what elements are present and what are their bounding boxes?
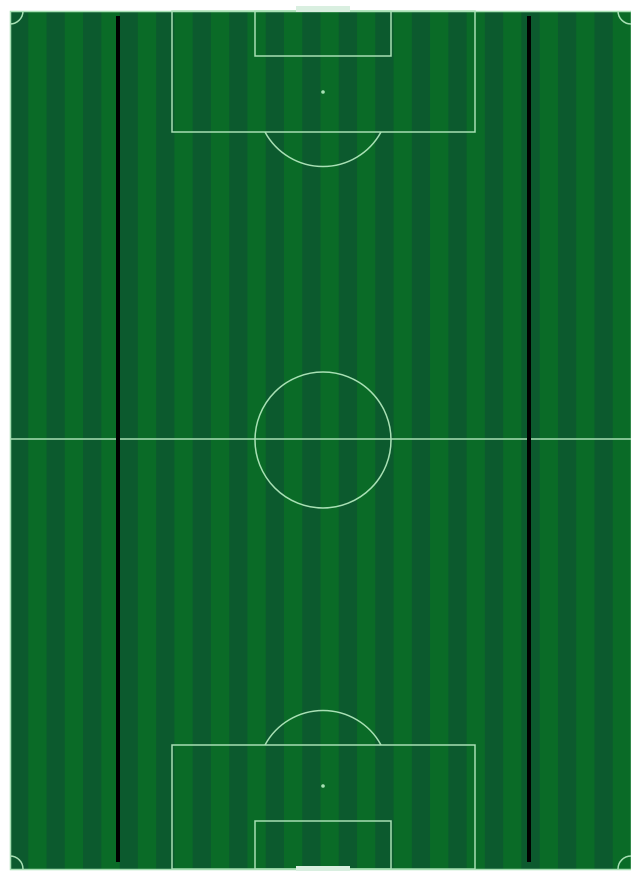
grass-stripe	[47, 11, 66, 870]
grass-stripe	[211, 11, 230, 870]
grass-stripe	[302, 11, 321, 870]
grass-stripe	[339, 11, 358, 870]
grass-stripe	[65, 11, 84, 870]
left-marker-line	[116, 16, 120, 862]
grass-stripe	[594, 11, 613, 870]
grass-stripe	[229, 11, 248, 870]
grass-stripe	[83, 11, 102, 870]
penalty-spot-top	[321, 90, 325, 94]
grass-stripe	[430, 11, 449, 870]
grass-stripe	[485, 11, 504, 870]
grass-stripe	[540, 11, 559, 870]
grass-stripe	[357, 11, 376, 870]
grass-stripe	[28, 11, 47, 870]
grass-stripe	[394, 11, 413, 870]
grass-stripe	[193, 11, 212, 870]
grass-stripe	[120, 11, 139, 870]
grass-stripe	[412, 11, 431, 870]
grass-stripe	[138, 11, 157, 870]
grass-stripe	[174, 11, 193, 870]
grass-stripe	[576, 11, 595, 870]
grass-stripe	[503, 11, 522, 870]
grass-stripe	[321, 11, 340, 870]
grass-stripe	[266, 11, 285, 870]
grass-stripe	[467, 11, 486, 870]
grass-stripe	[448, 11, 467, 870]
goal-bottom-icon	[296, 866, 350, 871]
grass-stripe	[10, 11, 29, 870]
grass-stripe	[558, 11, 577, 870]
grass-stripe	[156, 11, 175, 870]
right-marker-line	[527, 16, 531, 862]
grass-stripes	[10, 11, 631, 870]
grass-stripe	[247, 11, 266, 870]
penalty-spot-bottom	[321, 784, 325, 788]
goal-top-icon	[296, 6, 350, 12]
grass-stripe	[613, 11, 631, 870]
grass-stripe	[284, 11, 303, 870]
